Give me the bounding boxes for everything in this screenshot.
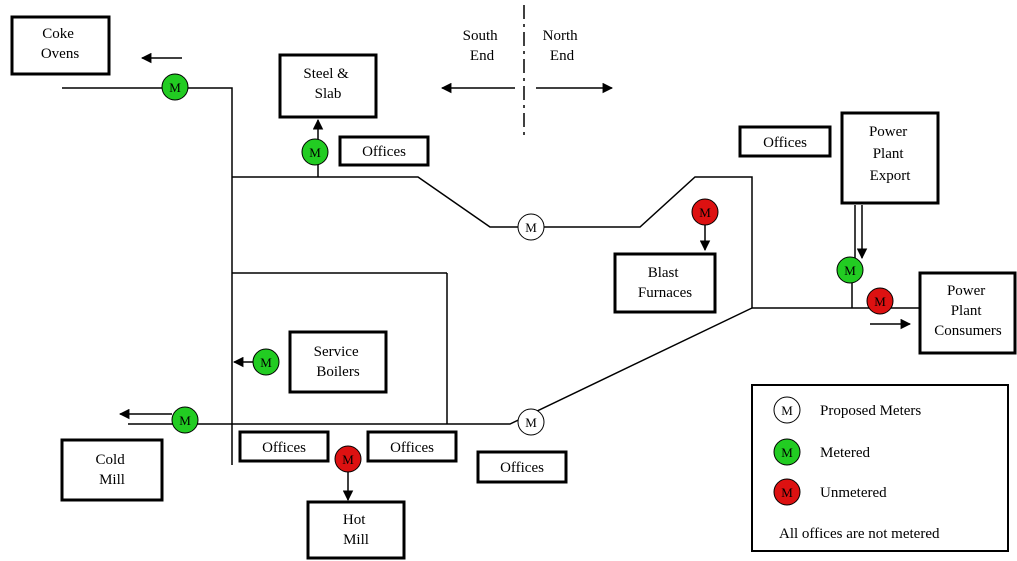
south-label: South End [463, 28, 502, 64]
svg-text:M: M [525, 220, 537, 235]
offices-hot-right-box: Offices [366, 430, 458, 463]
meter-steel-slab: M [301, 138, 329, 166]
power-plant-export-box: Power Plant Export [840, 111, 940, 205]
legend-unmetered: M Unmetered [773, 478, 887, 506]
svg-text:Hot Mill: Hot Mill [343, 512, 369, 548]
legend-note: All offices are not metered [779, 526, 940, 542]
meter-power-consumers: M [866, 287, 894, 315]
nodes: Coke Ovens Steel & Slab Offices Offices [10, 15, 1017, 560]
coke-ovens-box: Coke Ovens [10, 15, 111, 76]
offices-hot-left-box: Offices [238, 430, 330, 463]
meter-hot-mill: M [334, 445, 362, 473]
svg-text:Power Plant Ex: Power Plant Export [869, 124, 911, 184]
legend: M Proposed Meters M Metered M Unmetered … [751, 384, 1009, 552]
svg-text:Coke Ovens: Coke Ovens [41, 26, 79, 62]
pipe-network [62, 87, 990, 465]
svg-text:Blast Furnaces: Blast Furnaces [638, 265, 692, 301]
meter-coke-ovens: M [161, 73, 189, 101]
svg-text:M: M [179, 413, 191, 428]
svg-text:M: M [781, 485, 793, 500]
svg-text:Service Boilers: Service Boilers [314, 344, 363, 380]
meter-proposed-bottom: M [517, 408, 545, 436]
meter-service-boilers: M [252, 348, 280, 376]
svg-text:M: M [844, 263, 856, 278]
hot-mill-box: Hot Mill [306, 500, 406, 560]
north-label: North End [543, 28, 582, 64]
svg-text:Offices: Offices [362, 144, 406, 160]
meters: M M M M M M M M [161, 73, 894, 473]
svg-text:Offices: Offices [763, 135, 807, 151]
meter-cold-mill: M [171, 406, 199, 434]
cold-mill-box: Cold Mill [60, 438, 164, 502]
svg-text:M: M [874, 294, 886, 309]
svg-text:Metered: Metered [820, 445, 870, 461]
offices-bottom-box: Offices [476, 450, 568, 484]
svg-text:Cold Mill: Cold Mill [96, 452, 129, 488]
meter-power-export: M [836, 256, 864, 284]
svg-text:M: M [260, 355, 272, 370]
meter-proposed-top: M [517, 213, 545, 241]
svg-text:M: M [342, 452, 354, 467]
svg-text:Offices: Offices [262, 440, 306, 456]
svg-text:Offices: Offices [500, 460, 544, 476]
direction-indicator: South End North End [440, 5, 614, 135]
steel-slab-box: Steel & Slab [278, 53, 378, 119]
svg-text:M: M [781, 445, 793, 460]
service-boilers-box: Service Boilers [288, 330, 388, 394]
legend-proposed: M Proposed Meters [773, 396, 921, 424]
legend-metered: M Metered [773, 438, 870, 466]
power-plant-consumers-box: Power Plant Consumers [918, 271, 1017, 355]
svg-text:M: M [525, 415, 537, 430]
meter-blast-furnaces: M [691, 198, 719, 226]
offices-top-right-box: Offices [738, 125, 832, 158]
svg-text:Power Plant Co: Power Plant Consumers [934, 283, 1002, 339]
svg-text:M: M [309, 145, 321, 160]
svg-text:Steel & Slab: Steel & Slab [303, 66, 352, 102]
svg-text:Proposed Meters: Proposed Meters [820, 403, 921, 419]
svg-text:M: M [699, 205, 711, 220]
svg-text:M: M [781, 403, 793, 418]
svg-text:Offices: Offices [390, 440, 434, 456]
svg-text:M: M [169, 80, 181, 95]
offices-steel-box: Offices [338, 135, 430, 167]
blast-furnaces-box: Blast Furnaces [613, 252, 717, 314]
svg-text:Unmetered: Unmetered [820, 485, 887, 501]
